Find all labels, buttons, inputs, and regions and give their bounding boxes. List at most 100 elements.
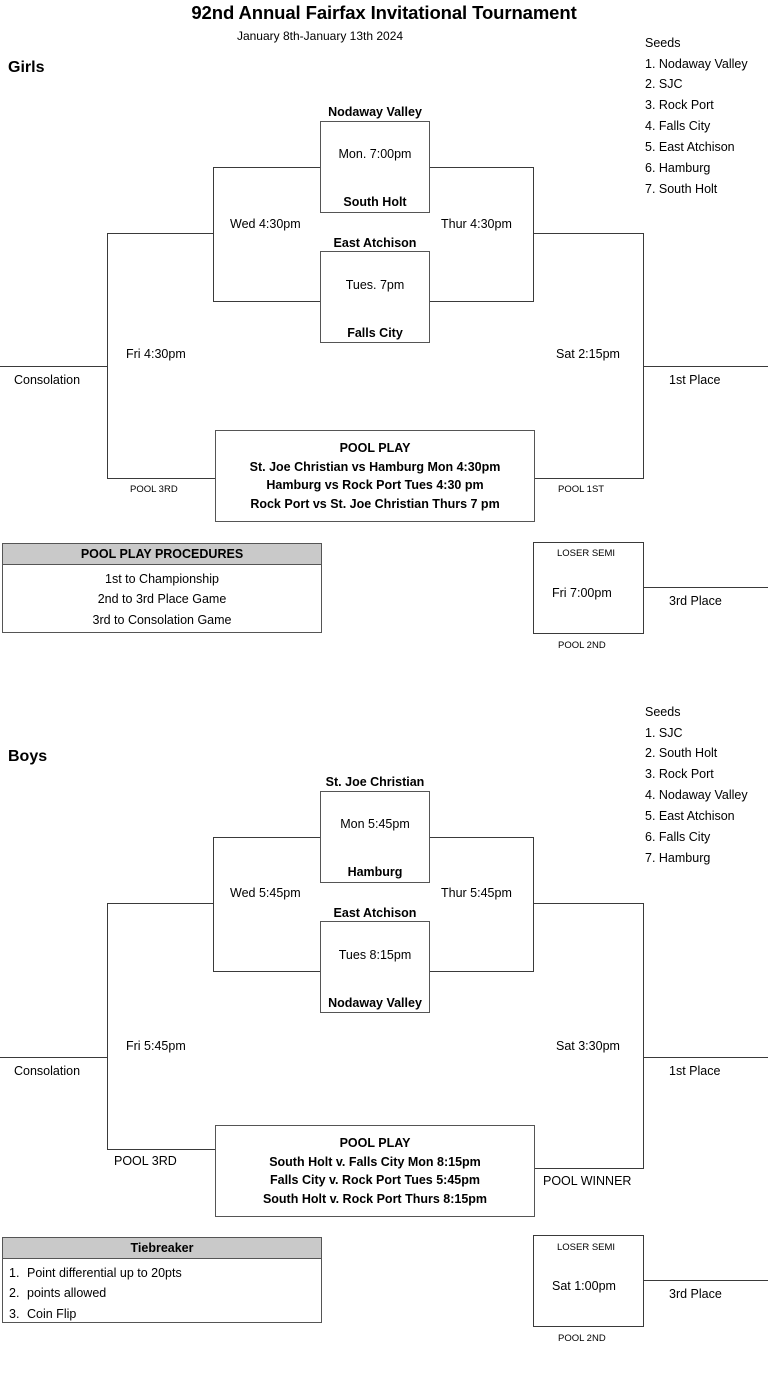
boys-pool-play-game-2: Falls City v. Rock Port Tues 5:45pm [269,1173,481,1187]
boys-first-place-label: 1st Place [669,1064,721,1078]
girls-match-bottom-box[interactable] [320,251,430,343]
girls-semi-left-top-arm [213,167,323,168]
page-title: 92nd Annual Fairfax Invitational Tournam… [191,2,577,23]
girls-consolation-vertical [107,233,108,478]
boys-match-bottom-time: Tues 8:15pm [338,948,412,962]
boys-consolation-top-arm [107,903,214,904]
tournament-dates: January 8th-January 13th 2024 [236,29,404,43]
boys-championship-time: Sat 3:30pm [556,1039,620,1053]
girls-pool-play-title: POOL PLAY [339,441,411,455]
girls-third-place-label: 3rd Place [669,594,722,608]
girls-seed-2: 2. SJC [645,77,683,92]
boys-semi-right-top-arm [428,837,534,838]
girls-semi-left-bottom-arm [213,301,323,302]
tiebreaker-row-3: 3.Coin Flip [3,1304,321,1325]
girls-first-place-out-line [643,366,768,367]
girls-match-top-box[interactable] [320,121,430,213]
girls-match-top-team-bottom: South Holt [343,195,407,209]
girls-seeds-list: Seeds 1. Nodaway Valley 2. SJC 3. Rock P… [645,37,748,204]
boys-third-place-label: 3rd Place [669,1287,722,1301]
procedures-row-2: 2nd to 3rd Place Game [97,592,227,606]
girls-championship-vertical [643,233,644,478]
boys-semi-left-time: Wed 5:45pm [230,886,301,900]
tiebreaker-rows: 1. Point differential up to 20pts 2. point… [3,1259,321,1330]
boys-seed-6: 6. Falls City [645,829,711,844]
girls-match-bottom-team-bottom: Falls City [347,326,403,340]
girls-pool-play-game-3: Rock Port vs St. Joe Christian Thurs 7 p… [250,496,500,511]
boys-match-bottom-team-top: East Atchison [333,906,417,920]
girls-third-place-time: Fri 7:00pm [552,586,612,600]
girls-match-bottom-team-top: East Atchison [333,236,417,250]
boys-pool-play-game-1: South Holt v. Falls City Mon 8:15pm [269,1154,481,1169]
boys-match-top-team-bottom: Hamburg [347,865,403,879]
girls-pool-1st-label: POOL 1ST [558,484,605,495]
boys-pool-play-box[interactable]: POOL PLAY South Holt v. Falls City Mon 8… [215,1125,535,1217]
boys-semi-left-bottom-arm [213,971,323,972]
girls-third-place-left-vertical [533,542,534,633]
boys-semi-right-vertical [533,837,534,971]
boys-third-place-time: Sat 1:00pm [552,1279,616,1293]
girls-pool-play-box[interactable]: POOL PLAY St. Joe Christian vs Hamburg M… [215,430,535,522]
boys-third-place-out-line [643,1280,768,1281]
girls-championship-top-arm [533,233,644,234]
boys-third-place-top-arm [533,1235,644,1236]
pool-play-procedures-title: POOL PLAY PROCEDURES [3,544,321,565]
tiebreaker-row-2-text: points allowed [27,1286,107,1300]
boys-pool-2nd-label: POOL 2ND [558,1333,606,1344]
girls-first-place-label: 1st Place [669,373,721,387]
tiebreaker-row-2: 2. points allowed [3,1283,321,1304]
boys-loser-semi-label: LOSER SEMI [557,1242,616,1253]
girls-semi-left-vertical [213,167,214,301]
boys-pool-winner-label: POOL WINNER [543,1174,632,1188]
boys-pool-play-title: POOL PLAY [339,1136,411,1150]
girls-division-title: Girls [8,59,45,76]
girls-consolation-top-arm [107,233,214,234]
tiebreaker-row-3-num: 3. [9,1306,20,1321]
girls-loser-semi-label: LOSER SEMI [557,548,616,559]
girls-seed-1: 1. Nodaway Valley [645,56,748,71]
tiebreaker-title: Tiebreaker [3,1238,321,1259]
boys-match-bottom-box[interactable] [320,921,430,1013]
boys-first-place-out-line [643,1057,768,1058]
girls-seeds-heading: Seeds [645,36,681,50]
girls-seed-7: 7. South Holt [645,181,718,196]
boys-match-top-box[interactable] [320,791,430,883]
girls-semi-right-vertical [533,167,534,301]
girls-semi-right-time: Thur 4:30pm [441,217,512,231]
boys-seeds-list: Seeds 1. SJC 2. South Holt 3. Rock Port … [645,706,748,873]
pool-play-procedures-rows: 1st to Championship 2nd to 3rd Place Gam… [3,565,321,636]
tiebreaker-row-1-num: 1. [9,1265,20,1280]
boys-seed-7: 7. Hamburg [645,850,711,865]
boys-division-title: Boys [8,748,48,765]
girls-consolation-bottom-arm [107,478,215,479]
boys-match-bottom-team-bottom: Nodaway Valley [328,996,422,1010]
boys-semi-right-time: Thur 5:45pm [441,886,512,900]
girls-seed-5: 5. East Atchison [645,140,735,155]
boys-consolation-bottom-arm [107,1149,215,1150]
boys-seed-5: 5. East Atchison [645,809,735,824]
tiebreaker-row-1-text: Point differential up to 20pts [27,1265,182,1280]
girls-seed-4: 4. Falls City [645,119,711,134]
pool-play-procedures-box: POOL PLAY PROCEDURES 1st to Championship… [2,543,322,633]
girls-pool-2nd-label: POOL 2ND [558,640,606,651]
girls-third-place-top-arm [533,542,644,543]
girls-third-place-out-line [643,587,768,588]
boys-consolation-label: Consolation [14,1064,81,1078]
tiebreaker-row-2-num: 2. [9,1286,20,1300]
boys-consolation-out-line [0,1057,108,1058]
procedures-row-3: 3rd to Consolation Game [92,612,232,627]
girls-seed-3: 3. Rock Port [645,98,714,113]
boys-third-place-bottom-arm [533,1326,644,1327]
girls-semi-right-bottom-arm [428,301,534,302]
boys-consolation-time: Fri 5:45pm [126,1039,186,1053]
tiebreaker-row-1: 1. Point differential up to 20pts [3,1263,321,1284]
boys-pool-3rd-label: POOL 3RD [114,1154,177,1168]
boys-pool-play-game-3: South Holt v. Rock Port Thurs 8:15pm [262,1191,488,1206]
boys-championship-top-arm [533,903,644,904]
girls-consolation-out-line [0,366,108,367]
girls-pool-3rd-label: POOL 3RD [130,484,178,495]
boys-seed-2: 2. South Holt [645,746,718,761]
procedures-row-1: 1st to Championship [105,571,219,586]
boys-seed-4: 4. Nodaway Valley [645,788,748,803]
girls-match-top-team-top: Nodaway Valley [328,105,422,119]
